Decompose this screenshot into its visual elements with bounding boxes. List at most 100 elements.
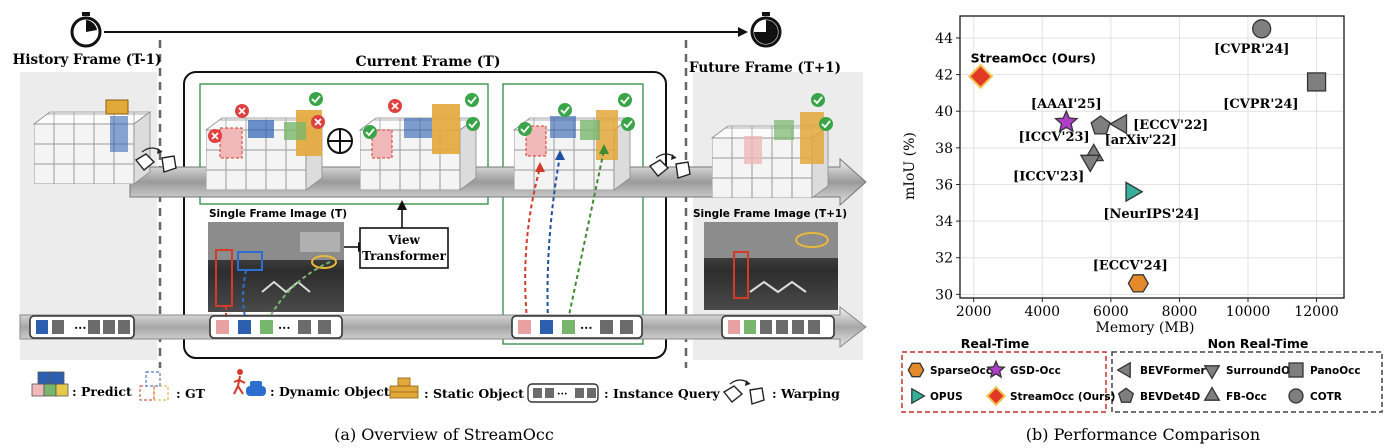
y-tick-label: 40	[935, 104, 953, 120]
timer-start-icon	[70, 12, 102, 48]
svg-text:···: ···	[278, 321, 291, 335]
x-tick-label: 6000	[1093, 304, 1129, 320]
x-axis-label: Memory (MB)	[1096, 320, 1195, 336]
legend-realtime-box	[901, 351, 1107, 413]
data-point	[1053, 109, 1079, 133]
data-point	[1127, 274, 1149, 293]
current-frame-box	[183, 71, 667, 359]
legend-marker	[1116, 361, 1131, 379]
legend-marker	[911, 387, 926, 405]
legend-label: COTR	[1310, 391, 1342, 403]
data-label: [ECCV'24]	[1093, 258, 1168, 273]
legend-query: : Instance Query	[604, 386, 720, 401]
current-voxel-grid	[205, 110, 323, 191]
legend-realtime-title: Real-Time	[961, 336, 1030, 351]
future-voxel-grid	[711, 112, 829, 199]
legend-dynamic: : Dynamic Object	[270, 384, 390, 399]
future-frame-title: Future Frame (T+1)	[689, 60, 841, 76]
query-bar-current: ···	[209, 315, 343, 339]
legend-label: BEVDet4D	[1140, 391, 1200, 403]
fusion-green-box	[199, 83, 489, 205]
x-tick-label: 4000	[1024, 304, 1060, 320]
dynamic-object-icon	[233, 369, 266, 396]
query-green-box	[502, 83, 644, 345]
data-label: [ECCV'22]	[1133, 118, 1208, 133]
legend-label: GSD-Occ	[1010, 365, 1061, 377]
data-label: [arXiv'22]	[1105, 133, 1177, 148]
warping-legend-icon	[723, 379, 765, 405]
legend-label: SparseOcc	[930, 365, 992, 377]
data-point	[1108, 113, 1128, 135]
red-query-arrow	[524, 167, 541, 321]
view-transformer-line1: View	[387, 233, 420, 247]
single-frame-t1-label: Single Frame Image (T+1)	[693, 208, 847, 220]
fusion-plus-icon	[327, 128, 353, 154]
x-tick-label: 8000	[1162, 304, 1198, 320]
data-label: StreamOcc (Ours)	[971, 50, 1096, 65]
legend-marker	[985, 385, 1007, 407]
y-tick-label: 38	[935, 141, 953, 157]
x-tick-label: 2000	[956, 304, 992, 320]
legend-marker	[1203, 365, 1221, 380]
data-point	[1125, 181, 1144, 203]
query-bar-future	[721, 315, 835, 339]
query-bar-history: ···	[29, 315, 135, 339]
timer-end-icon	[750, 12, 782, 48]
legend-marker	[1117, 387, 1135, 403]
camera-image-t1	[704, 222, 838, 310]
plot-border	[959, 15, 1345, 299]
data-point	[967, 63, 994, 90]
legend-label: StreamOcc (Ours)	[1010, 391, 1115, 403]
view-transformer-line2: Transformer	[362, 249, 446, 263]
history-voxel-grid	[33, 99, 151, 185]
current-frame-title: Current Frame (T)	[356, 54, 501, 70]
legend-marker	[986, 359, 1006, 379]
y-axis-label: mIoU (%)	[902, 132, 918, 200]
plot-frame	[959, 15, 1345, 299]
history-frame-title: History Frame (T-1)	[13, 52, 162, 68]
data-label: [ICCV'23]	[1013, 170, 1084, 185]
legend-marker	[907, 362, 925, 378]
fusion-voxel-grid	[359, 104, 477, 191]
status-marks	[208, 92, 833, 143]
data-point	[1252, 19, 1272, 39]
legend-predict: : Predict	[72, 384, 132, 399]
data-label: [ICCV'23]	[1018, 130, 1089, 145]
data-label: [AAAI'25]	[1031, 97, 1102, 112]
data-point	[1079, 154, 1101, 173]
y-tick-label: 34	[935, 214, 953, 230]
data-point	[1306, 72, 1327, 92]
legend-label: SurroundOcc	[1226, 365, 1302, 377]
legend-gt: : GT	[176, 386, 206, 401]
legend-nonrealtime-title: Non Real-Time	[1208, 336, 1309, 351]
y-tick-label: 44	[935, 31, 953, 47]
green-query-arrow	[567, 149, 605, 321]
svg-text:···: ···	[74, 321, 87, 335]
overview-panel: History Frame (T-1) Current Frame (T) Fu…	[13, 12, 867, 444]
view-transformer-box	[359, 227, 449, 269]
y-tick-label: 32	[935, 251, 953, 267]
y-tick-label: 30	[935, 287, 953, 303]
data-point	[1090, 115, 1111, 135]
data-label: [NeurIPS'24]	[1103, 207, 1199, 222]
legend-marker	[1288, 362, 1304, 378]
query-voxel-grid	[513, 110, 631, 191]
y-tick-label: 36	[935, 177, 953, 193]
instance-query-icon: ···	[527, 383, 599, 403]
x-tick-label: 12000	[1294, 304, 1339, 320]
legend-static: : Static Object	[424, 386, 524, 401]
query-bar-refined: ···	[511, 315, 643, 339]
legend-label: OPUS	[930, 391, 963, 403]
x-tick-label: 10000	[1226, 304, 1271, 320]
legend-label: FB-Occ	[1226, 391, 1267, 403]
legend-warping: : Warping	[772, 386, 840, 401]
legend-label: PanoOcc	[1310, 365, 1361, 377]
camera-image-t	[208, 222, 344, 312]
data-label: [CVPR'24]	[1223, 97, 1298, 112]
data-label: [CVPR'24]	[1214, 42, 1289, 57]
performance-caption: (b) Performance Comparison	[1026, 425, 1260, 444]
predict-icon	[31, 371, 69, 397]
